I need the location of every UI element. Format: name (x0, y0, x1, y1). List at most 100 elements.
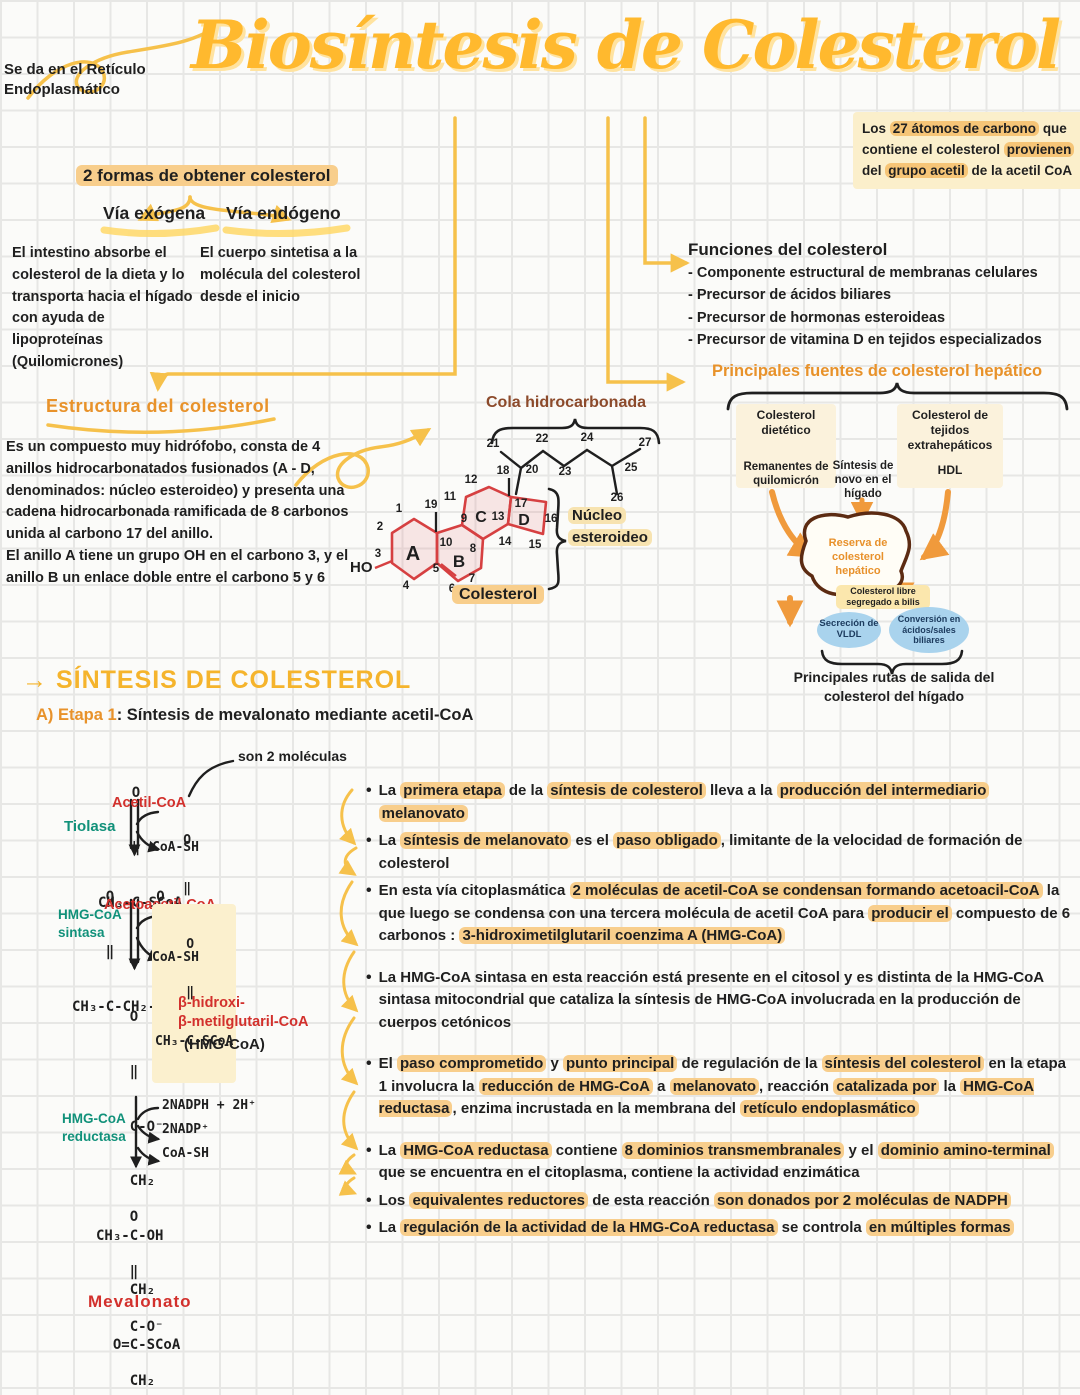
nucleo-line1: Núcleo (568, 507, 627, 524)
double-bond-5-6 (440, 563, 457, 577)
funciones-item: - Precursor de ácidos biliares (688, 287, 892, 304)
nadph-in: 2NADPH + 2H⁺ (162, 1098, 256, 1113)
cola-hidrocarbonada-label: Cola hidrocarbonada (486, 394, 647, 411)
ring-letters: A B C D (406, 509, 530, 571)
connector-to-fuentes (606, 116, 686, 392)
nadp-out: 2NADP⁺ (162, 1122, 209, 1137)
funciones-item: - Precursor de hormonas esteroideas (688, 309, 946, 326)
ho-group-label: HO (350, 559, 373, 576)
formula-line: ‖ (155, 985, 195, 1001)
bullet-dot: • (366, 1219, 372, 1236)
bullet-text: La HMG-CoA reductasa contiene 8 dominios… (379, 1140, 1078, 1185)
hydrocarbon-tail (499, 447, 642, 496)
bullet-text: El paso comprometido y punto principal d… (378, 1055, 1066, 1117)
bullet-dot: • (366, 832, 372, 849)
notes-bullet-list: •La primera etapa de la síntesis de cole… (366, 780, 1078, 1245)
bullet-text: En esta vía citoplasmática 2 moléculas d… (378, 882, 1071, 944)
carbon-label: 4 (403, 580, 410, 592)
carbon-label: 16 (545, 513, 558, 525)
mevalonato-formula: O ‖ C-O⁻ CH₂ CH₃-C-OH CH₂ CH₂OH (96, 1172, 172, 1395)
ring-d (506, 495, 548, 536)
coash-out: CoA-SH (162, 1146, 209, 1161)
hmg-reductasa-enzyme: HMG-CoA reductasa (62, 1110, 126, 1145)
ring-a (390, 517, 439, 581)
formula-line: ‖ (152, 881, 192, 897)
ring-c (460, 485, 513, 541)
carbon-label: 8 (470, 543, 477, 555)
hmg-sintasa-enzyme: HMG-CoA sintasa (58, 906, 122, 941)
dos-formas-heading: 2 formas de obtener colesterol (76, 165, 338, 186)
underline-endogena (222, 224, 351, 238)
carbon-label: 26 (611, 492, 624, 504)
bullet-dot: • (366, 882, 372, 899)
etapa1-heading: A) Etapa 1: Síntesis de mevalonato media… (36, 706, 473, 725)
carbon-label: 7 (469, 573, 475, 585)
carbon-label: 22 (536, 433, 549, 445)
estructura-underline (46, 417, 276, 434)
dos-formas-highlight: 2 formas de obtener colesterol (76, 165, 338, 186)
formula-line: O (155, 936, 195, 952)
colesterol-dietetico-label: Colesterol dietético (756, 408, 816, 437)
ring-b-label: B (453, 552, 465, 571)
estructura-body: Es un compuesto muy hidrófobo, consta de… (6, 439, 349, 586)
via-underlines (100, 224, 351, 238)
funciones-item: - Precursor de vitamina D en tejidos esp… (688, 332, 1042, 349)
ring-d-label: D (518, 512, 530, 529)
note-bullet: • La HMG-CoA reductasa contiene 8 dominio… (366, 1140, 1078, 1185)
ring-c-label: C (475, 509, 487, 526)
bullet-text: La HMG-CoA sintasa en esta reacción está… (378, 968, 1044, 1031)
formula-line: CH₃-C-OH (96, 1227, 164, 1244)
etapa1-label: A) Etapa 1 (36, 706, 117, 724)
colesterol-caption-text: Colesterol (452, 585, 545, 604)
formula-line: O O (72, 889, 165, 906)
funciones-heading: Funciones del colesterol (688, 240, 888, 259)
top-left-note: Se da en el Retículo Endoplasmático (4, 61, 146, 99)
formula-line: CH₃-C-SCoA (155, 1034, 234, 1049)
via-endogena-title: Vía endógeno (226, 203, 341, 223)
methyl-bonds (434, 478, 511, 532)
enzyme-line: sintasa (58, 924, 105, 940)
cola-brace (490, 418, 661, 445)
salida-caption: Principales rutas de salida del colester… (793, 669, 995, 704)
formula-line: O (96, 1209, 139, 1226)
carbon-label: 10 (440, 537, 453, 549)
note-bullet: • En esta vía citoplasmática 2 moléculas … (366, 880, 1078, 948)
side2-formula: O ‖ CH₃-C-SCoA (152, 904, 237, 1083)
bullet-dot: • (366, 1191, 372, 1209)
vldl-bubble: Secreción de VLDL (817, 612, 881, 648)
formula-line: ‖ (96, 1063, 139, 1080)
carbon-label: 24 (581, 432, 594, 444)
enzyme-line: HMG-CoA (62, 1111, 126, 1126)
colesterol-caption: Colesterol (452, 585, 545, 604)
bullet-text: La síntesis de melanovato es el paso obl… (378, 832, 1023, 872)
carbon-label: 5 (433, 563, 440, 575)
formula-line: CH₂ (96, 1373, 156, 1390)
formula-line: O (98, 785, 141, 802)
colesterol-extrahepatico-label: Colesterol de tejidos extrahepáticos (907, 408, 993, 452)
carbon-label: 3 (375, 548, 381, 560)
underline-exogena (100, 224, 220, 238)
ring-b (435, 523, 485, 583)
formula-line: O=C-SCoA (96, 1336, 181, 1353)
bullet-dot: • (366, 1055, 372, 1072)
bullet-dot: • (366, 1141, 372, 1159)
note-bullet: •La regulación de la actividad de la HMG… (366, 1217, 1078, 1240)
carbon-label: 21 (487, 438, 500, 450)
remanentes-label: Remanentes de quilomicrón (743, 461, 829, 488)
carbon-label: 19 (425, 499, 438, 511)
hmg-name-line: β-metilglutaril-CoA (178, 1013, 309, 1030)
tiolasa-enzyme: Tiolasa (64, 818, 116, 835)
sintesis-heading: → SÍNTESIS DE COLESTEROL (22, 666, 412, 694)
carbon-atoms-note: Los 27 átomos de carbono que contiene el… (853, 112, 1080, 189)
nucleo-brace (547, 487, 567, 591)
formula-line: C-O⁻ (96, 1318, 164, 1335)
bullet-cascade-arrows (338, 788, 359, 1196)
carbon-label: 9 (461, 513, 467, 525)
carbon-label: 13 (492, 511, 505, 523)
bullet-dot: • (366, 782, 372, 799)
funciones-section: Funciones del colesterol - Componente es… (688, 240, 1080, 352)
formula-line: CH₂ (96, 1173, 156, 1190)
carbon-label: 15 (529, 539, 542, 551)
funciones-item: - Componente estructural de membranas ce… (688, 265, 1038, 281)
